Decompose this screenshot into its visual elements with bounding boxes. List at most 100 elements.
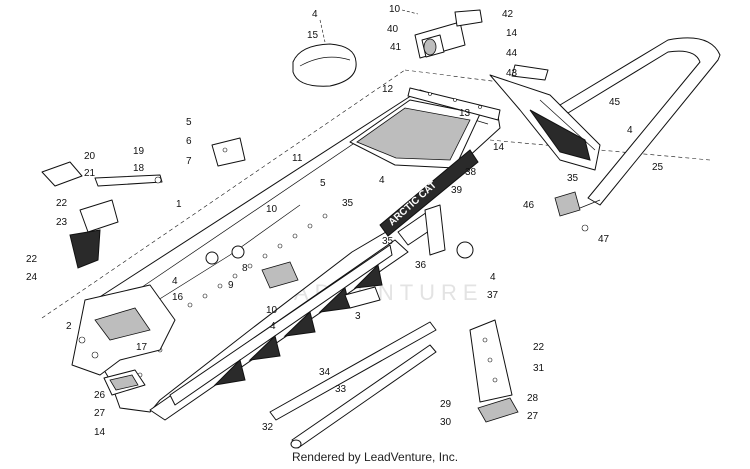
svg-text:7: 7: [186, 156, 192, 167]
callout-c17: 17: [136, 342, 148, 353]
svg-text:5: 5: [186, 117, 192, 128]
svg-text:44: 44: [506, 48, 518, 59]
callout-c2: 2: [66, 321, 72, 332]
shaft-32: [269, 321, 437, 449]
svg-text:46: 46: [523, 200, 535, 211]
render-credit: Rendered by LeadVenture, Inc.: [291, 450, 459, 464]
callout-c20: 20: [84, 151, 96, 162]
svg-text:43: 43: [506, 68, 518, 79]
callout-labels: 4 15 10 42 40 41 14 44 43 45 12 13 5 6 7…: [26, 4, 664, 438]
callout-c14b: 14: [493, 142, 505, 153]
callout-c6: 6: [186, 136, 192, 147]
svg-text:4: 4: [312, 9, 318, 20]
callout-c4a: 4: [312, 9, 326, 43]
svg-text:22: 22: [26, 254, 38, 265]
callout-c14a: 14: [506, 28, 518, 39]
svg-text:2: 2: [66, 321, 72, 332]
side-rail: [149, 239, 409, 421]
chassis-tunnel: [94, 89, 501, 413]
hardware-46-47: [554, 191, 589, 232]
callout-c36: 36: [415, 260, 427, 271]
bracket-6: [211, 137, 246, 167]
svg-text:1: 1: [176, 199, 182, 210]
callout-c44: 44: [506, 48, 518, 59]
rear-bracket: [414, 9, 483, 59]
callout-c26: 26: [94, 390, 106, 401]
callout-c39: 39: [451, 185, 463, 196]
callout-c11: 11: [292, 153, 303, 164]
rear-bumper: [559, 37, 721, 211]
callout-c25: 25: [652, 162, 664, 173]
callout-c10a: 10: [389, 4, 419, 15]
svg-text:39: 39: [451, 185, 463, 196]
svg-text:38: 38: [465, 167, 477, 178]
callout-c4b: 4: [379, 175, 385, 186]
callout-c35a: 35: [567, 173, 579, 184]
seat-pad: [292, 43, 357, 87]
callout-c5a: 5: [186, 117, 192, 128]
svg-text:3: 3: [355, 311, 361, 322]
callout-c42: 42: [502, 9, 514, 20]
callout-c32: 32: [262, 422, 274, 433]
svg-text:42: 42: [502, 9, 514, 20]
svg-text:36: 36: [415, 260, 427, 271]
svg-text:14: 14: [506, 28, 518, 39]
svg-text:35: 35: [342, 198, 354, 209]
svg-text:20: 20: [84, 151, 96, 162]
callout-c4c: 4: [627, 125, 633, 136]
callout-c45: 45: [609, 97, 621, 108]
rear-rail-strip: [407, 87, 501, 121]
svg-text:10: 10: [266, 305, 278, 316]
svg-text:4: 4: [172, 276, 178, 287]
callout-c22b: 22: [26, 254, 38, 265]
svg-text:32: 32: [262, 422, 274, 433]
callout-c10c: 10: [266, 305, 278, 316]
callout-c18: 18: [133, 163, 145, 174]
callout-c14c: 14: [94, 427, 106, 438]
callout-c7: 7: [186, 156, 192, 167]
svg-text:18: 18: [133, 163, 145, 174]
callout-c35c: 35: [382, 236, 394, 247]
running-board-26: [103, 369, 146, 396]
callout-c41: 41: [390, 42, 402, 53]
svg-text:14: 14: [94, 427, 106, 438]
callout-c16: 16: [172, 292, 184, 303]
callout-c37: 37: [487, 290, 499, 301]
svg-text:27: 27: [527, 411, 539, 422]
callout-c22a: 22: [56, 198, 68, 209]
svg-text:5: 5: [320, 178, 326, 189]
svg-text:4: 4: [270, 321, 276, 332]
front-bulkhead: [71, 284, 176, 376]
svg-text:4: 4: [490, 272, 496, 283]
footrest-bracket: [205, 204, 474, 289]
svg-text:21: 21: [84, 168, 96, 179]
svg-text:27: 27: [94, 408, 106, 419]
callout-c23: 23: [56, 217, 68, 228]
callout-c24: 24: [26, 272, 38, 283]
svg-text:41: 41: [390, 42, 402, 53]
svg-text:47: 47: [598, 234, 610, 245]
svg-text:45: 45: [609, 97, 621, 108]
svg-text:31: 31: [533, 363, 545, 374]
callout-c4f: 4: [270, 321, 276, 332]
svg-text:30: 30: [440, 417, 452, 428]
callout-c43: 43: [506, 68, 518, 79]
svg-text:11: 11: [292, 153, 303, 164]
svg-text:13: 13: [459, 108, 471, 119]
callout-c4e: 4: [172, 276, 178, 287]
callout-c5b: 5: [320, 178, 326, 189]
callout-c4d: 4: [490, 272, 496, 283]
callout-c27b: 27: [527, 411, 539, 422]
rear-flap: [489, 64, 601, 171]
svg-text:10: 10: [266, 204, 278, 215]
svg-text:6: 6: [186, 136, 192, 147]
svg-text:4: 4: [627, 125, 633, 136]
svg-text:29: 29: [440, 399, 452, 410]
svg-text:35: 35: [382, 236, 394, 247]
callout-c29: 29: [440, 399, 452, 410]
callout-c38: 38: [465, 167, 477, 178]
callout-c28: 28: [527, 393, 539, 404]
callout-c31: 31: [533, 363, 545, 374]
svg-text:15: 15: [307, 30, 319, 41]
